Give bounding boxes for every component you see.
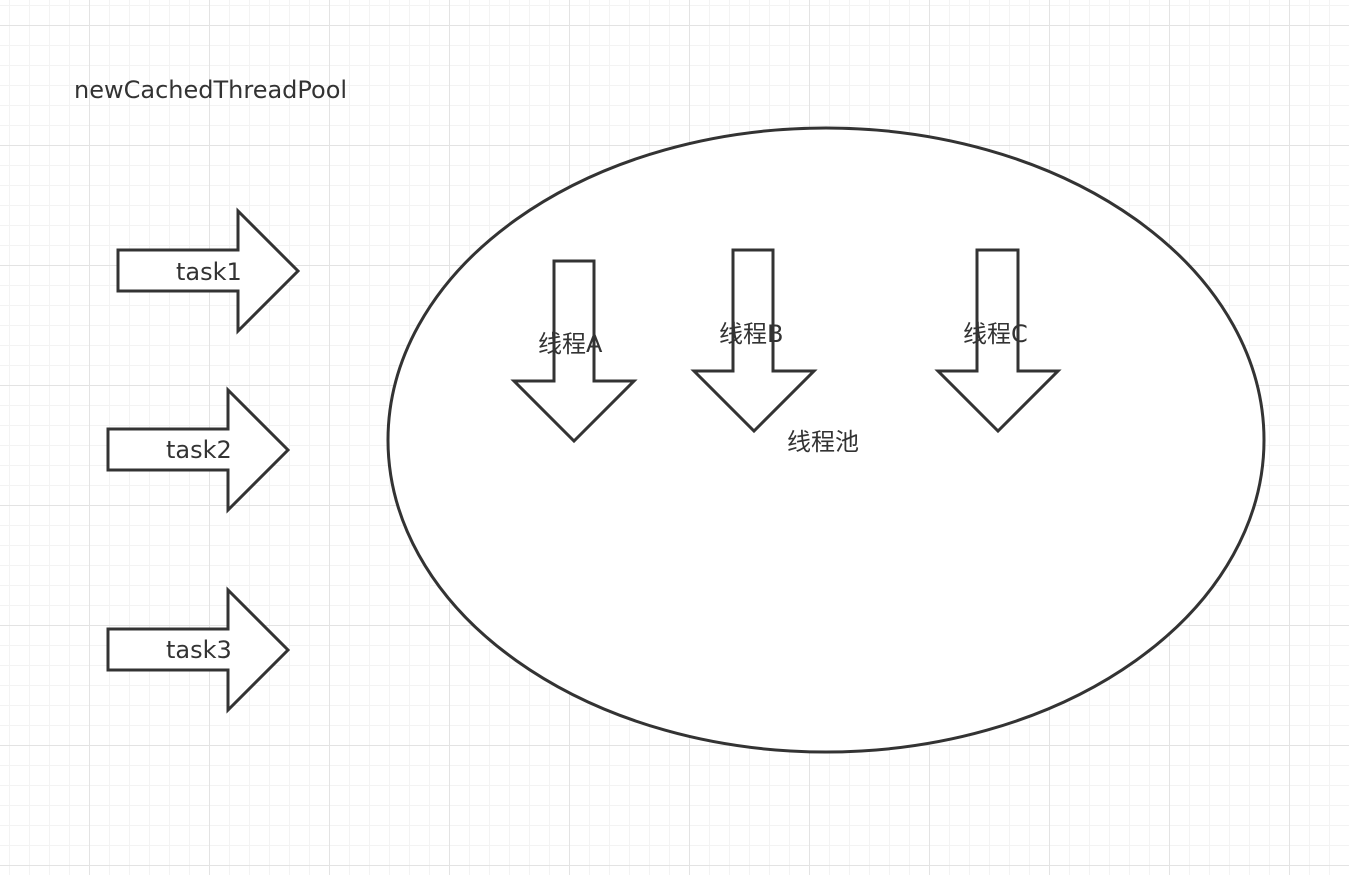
task-label: task3 [166,636,232,664]
thread-arrow-a[interactable]: 线程A [510,259,638,444]
thread-label: 线程B [719,320,783,348]
thread-label: 线程C [963,320,1028,348]
task-label: task2 [166,436,232,464]
thread-label: 线程A [538,330,603,358]
diagram-title: newCachedThreadPool [74,76,347,104]
task-arrow-2[interactable]: task2 [106,386,291,514]
thread-pool-ellipse[interactable] [386,126,1266,754]
thread-arrow-shape [510,259,638,444]
thread-arrow-c[interactable]: 线程C [934,248,1062,434]
task-arrow-shape [106,586,291,714]
task-label: task1 [176,258,242,286]
task-arrow-shape [116,207,301,335]
task-arrow-shape [106,386,291,514]
thread-arrow-shape [690,248,818,434]
thread-pool-label: 线程池 [787,428,859,456]
thread-arrow-shape [934,248,1062,434]
thread-arrow-b[interactable]: 线程B [690,248,818,434]
task-arrow-3[interactable]: task3 [106,586,291,714]
task-arrow-1[interactable]: task1 [116,207,301,335]
